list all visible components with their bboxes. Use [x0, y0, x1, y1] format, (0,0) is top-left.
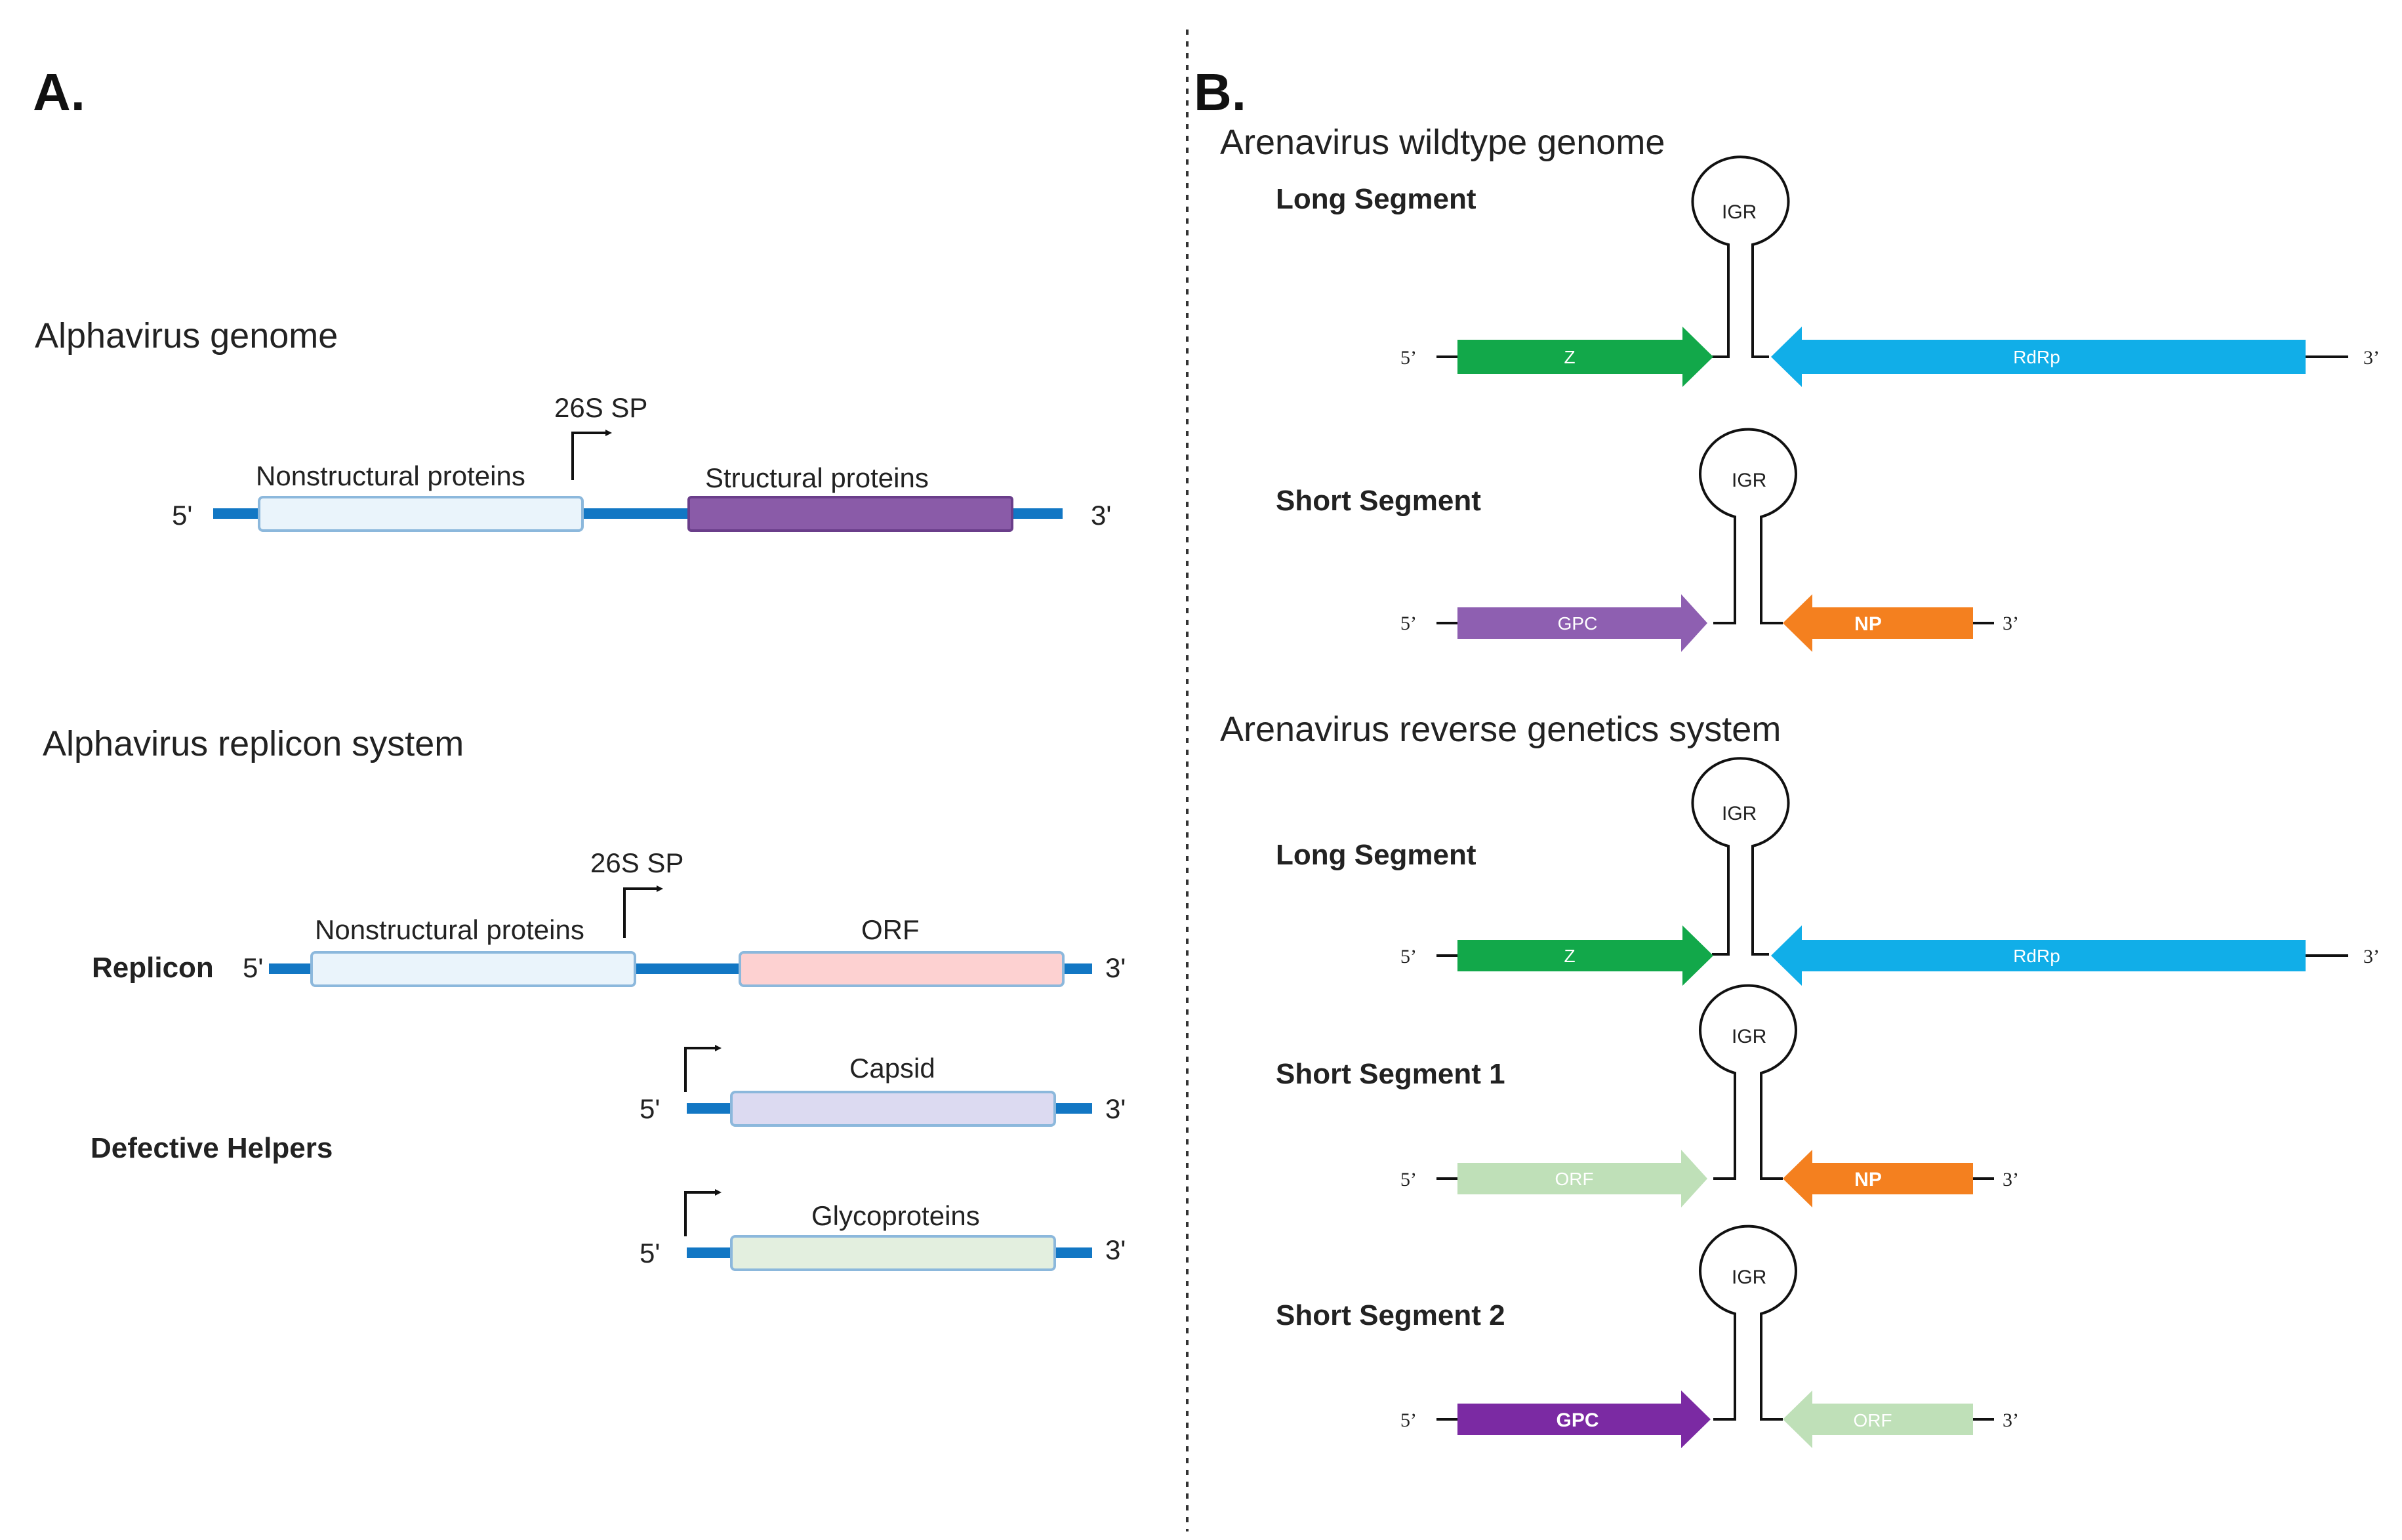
replicon-map: Replicon 5' 26S SP Nonstructural protein…	[92, 847, 1126, 987]
capsid-box	[730, 1091, 1056, 1127]
replicon-system-title: Alphavirus replicon system	[43, 724, 464, 763]
reverse-short-segment-1: Short Segment 1 IGR ORF NP 5’ 3’	[1276, 984, 2019, 1207]
replicon-promoter-arrow-icon	[623, 885, 663, 938]
nonstructural-box	[258, 496, 584, 532]
orf-gene-label: ORF	[1555, 1169, 1593, 1189]
igr-hairpin	[1691, 757, 1790, 956]
igr-label: IGR	[1722, 803, 1757, 824]
gpc-gene-label: GPC	[1556, 1409, 1598, 1431]
five-prime-label: 5’	[1400, 1409, 1417, 1431]
glyco-five-prime: 5'	[640, 1238, 660, 1268]
five-prime-label: 5'	[172, 500, 192, 531]
reverse-long-segment: Long Segment IGR Z RdRp 5’ 3’	[1276, 757, 2380, 986]
five-prime-label: 5’	[1400, 946, 1417, 967]
panel-b-label: B.	[1194, 63, 1246, 121]
defective-helpers-label: Defective Helpers	[91, 1132, 333, 1164]
replicon-five-prime: 5'	[243, 952, 263, 983]
glycoprotein-box	[730, 1235, 1056, 1271]
np-gene-label: NP	[1854, 613, 1882, 635]
capsid-three-prime: 3'	[1105, 1093, 1126, 1124]
rdrp-gene-arrow	[1771, 925, 2306, 986]
reverse-long-segment-label: Long Segment	[1276, 839, 1476, 871]
np-gene-arrow	[1783, 1150, 1973, 1207]
three-prime-label: 3’	[2363, 347, 2380, 369]
gpc-gene-arrow	[1457, 1390, 1711, 1448]
gpc-gene-arrow	[1457, 594, 1707, 652]
structural-box	[687, 496, 1013, 532]
three-prime-label: 3’	[2003, 1169, 2019, 1190]
alphavirus-genome-map: 26S SP Nonstructural proteins Structural…	[172, 392, 1111, 532]
reverse-short-segment-2-label: Short Segment 2	[1276, 1299, 1505, 1331]
igr-label: IGR	[1722, 201, 1757, 223]
wildtype-long-segment: Long Segment IGR Z RdRp 5’ 3’	[1276, 155, 2380, 387]
replicon-promoter-label: 26S SP	[590, 847, 683, 878]
promoter-arrow-icon	[571, 430, 612, 480]
igr-label: IGR	[1732, 1026, 1766, 1047]
capsid-promoter-arrow-icon	[684, 1045, 722, 1092]
igr-hairpin	[1699, 428, 1797, 624]
alphavirus-genome-title: Alphavirus genome	[35, 316, 338, 355]
rdrp-gene-label: RdRp	[2013, 946, 2060, 966]
orf-gene-label: ORF	[1853, 1410, 1892, 1430]
replicon-orf-label: ORF	[861, 914, 920, 945]
z-gene-arrow	[1457, 925, 1713, 986]
igr-label: IGR	[1732, 1266, 1766, 1288]
orf-gene-arrow	[1783, 1390, 1973, 1448]
igr-hairpin	[1691, 155, 1790, 358]
panel-a-label: A.	[33, 63, 85, 121]
z-gene-label: Z	[1564, 946, 1575, 966]
glyco-three-prime: 3'	[1105, 1234, 1126, 1265]
wildtype-short-segment-label: Short Segment	[1276, 485, 1481, 517]
reverse-short-segment-2: Short Segment 2 IGR GPC ORF 5’ 3’	[1276, 1225, 2019, 1448]
igr-hairpin	[1699, 984, 1797, 1180]
replicon-nonstructural-box	[310, 951, 636, 987]
replicon-orf-box	[739, 951, 1065, 987]
orf-gene-arrow	[1457, 1150, 1707, 1207]
z-gene-label: Z	[1564, 347, 1575, 367]
capsid-five-prime: 5'	[640, 1093, 660, 1124]
capsid-helper-map: Capsid 5' 3'	[640, 1045, 1126, 1127]
wildtype-title: Arenavirus wildtype genome	[1220, 123, 1665, 162]
wildtype-long-segment-label: Long Segment	[1276, 183, 1476, 215]
replicon-nonstructural-label: Nonstructural proteins	[315, 914, 584, 945]
five-prime-label: 5’	[1400, 1169, 1417, 1190]
replicon-three-prime: 3'	[1105, 952, 1126, 983]
reverse-short-segment-1-label: Short Segment 1	[1276, 1058, 1505, 1090]
gpc-gene-label: GPC	[1558, 613, 1598, 634]
structural-label: Structural proteins	[705, 462, 929, 493]
five-prime-label: 5’	[1400, 613, 1417, 634]
three-prime-label: 3'	[1091, 500, 1111, 531]
wildtype-short-segment: Short Segment IGR GPC NP 5’ 3’	[1276, 428, 2019, 652]
three-prime-label: 3’	[2003, 613, 2019, 634]
rdrp-gene-label: RdRp	[2013, 347, 2060, 367]
glycoprotein-helper-map: Glycoproteins 5' 3'	[640, 1189, 1126, 1271]
rdrp-gene-arrow	[1771, 327, 2306, 387]
capsid-label: Capsid	[849, 1053, 935, 1084]
np-gene-label: NP	[1854, 1169, 1882, 1190]
z-gene-arrow	[1457, 327, 1713, 387]
three-prime-label: 3’	[2363, 946, 2380, 967]
nonstructural-label: Nonstructural proteins	[256, 460, 525, 491]
glycoprotein-label: Glycoproteins	[811, 1200, 980, 1231]
five-prime-label: 5’	[1400, 347, 1417, 369]
igr-hairpin	[1699, 1225, 1797, 1421]
three-prime-label: 3’	[2003, 1409, 2019, 1431]
replicon-label: Replicon	[92, 952, 214, 984]
reverse-genetics-title: Arenavirus reverse genetics system	[1220, 710, 1781, 749]
igr-label: IGR	[1732, 470, 1766, 491]
np-gene-arrow	[1783, 594, 1973, 652]
promoter-label: 26S SP	[554, 392, 647, 423]
glyco-promoter-arrow-icon	[684, 1189, 722, 1236]
